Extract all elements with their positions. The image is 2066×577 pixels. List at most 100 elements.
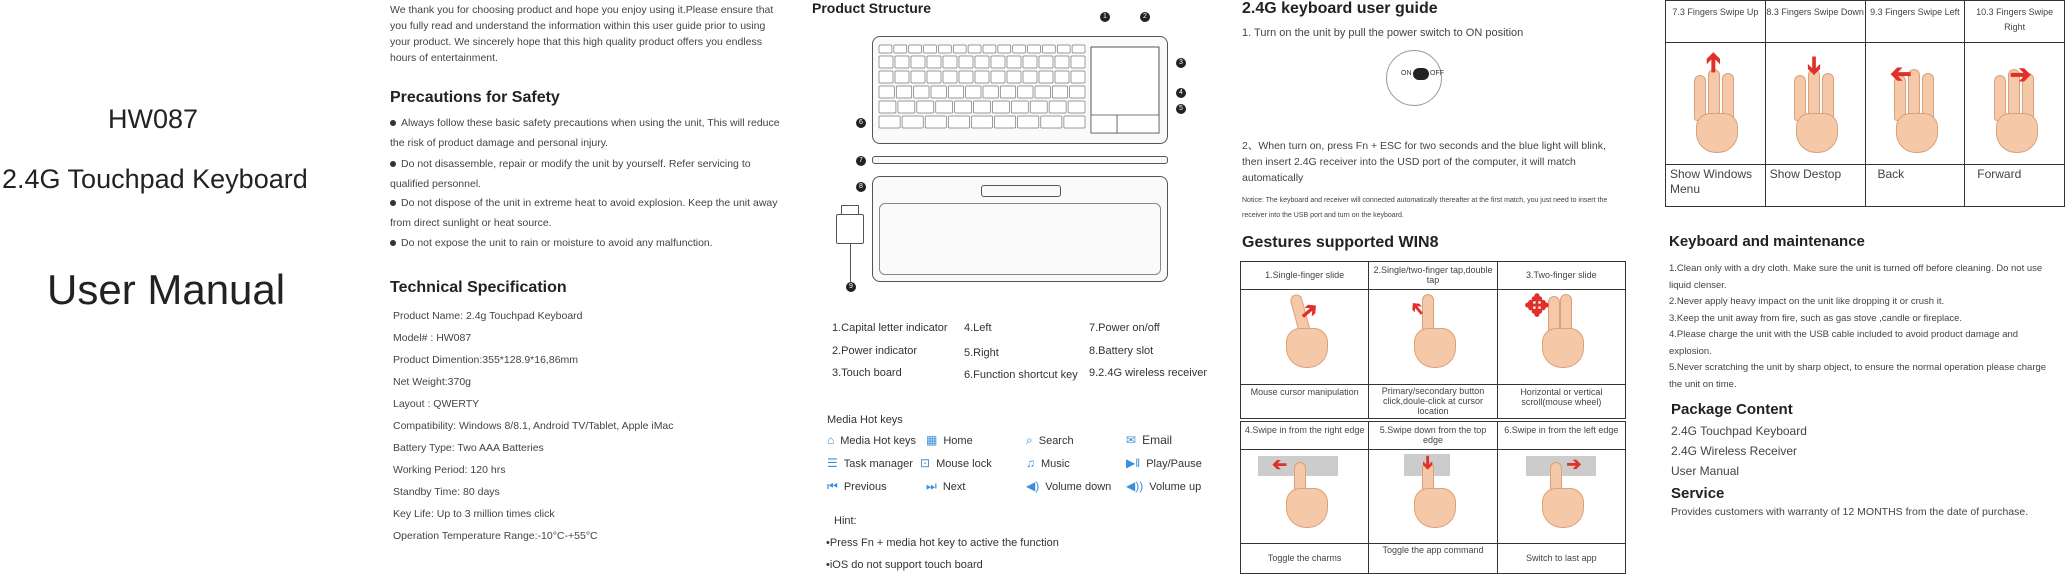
gesture-illustration: ➔ xyxy=(1964,42,2065,165)
keyboard-key xyxy=(1017,85,1034,99)
spec-item: Product Dimention:355*128.9*16,86mm xyxy=(393,354,579,366)
media-key: ☰Task manager xyxy=(827,456,913,470)
keyboard-key xyxy=(1054,70,1070,84)
spec-item: Battery Type: Two AAA Batteries xyxy=(393,442,544,454)
keyboard-key xyxy=(926,55,942,69)
keyboard-key xyxy=(1022,55,1038,69)
switch-off-label: OFF xyxy=(1430,70,1444,77)
keyboard-key xyxy=(1051,85,1069,99)
media-key: ⏭Next xyxy=(926,479,966,493)
keyboard-key xyxy=(901,115,924,129)
media-key: ◀)Volume down xyxy=(1026,479,1112,493)
keyboard-back-panel xyxy=(879,203,1161,275)
hint-item: •iOS do not support touch board xyxy=(826,559,983,571)
intro-text: We thank you for choosing product and ho… xyxy=(390,4,774,64)
keyboard-key xyxy=(908,44,922,54)
callout-6: 6 xyxy=(856,118,866,128)
keyboard-key xyxy=(1070,55,1086,69)
keyboard-key xyxy=(982,44,997,54)
gesture-caption: Show Windows Menu xyxy=(1665,164,1766,207)
callout-4: 4 xyxy=(1176,88,1186,98)
service-text: Provides customers with warranty of 12 M… xyxy=(1671,506,2029,518)
media-key: ✉Email xyxy=(1126,433,1173,447)
gesture-illustration: ➔ xyxy=(1368,289,1498,385)
keyboard-key xyxy=(910,70,926,84)
keyboard-key xyxy=(923,44,937,54)
safety-title: Precautions for Safety xyxy=(390,89,560,106)
service-title: Service xyxy=(1671,485,1725,502)
keyboard-key xyxy=(947,85,965,99)
package-item: 2.4G Wireless Receiver xyxy=(1671,444,1798,458)
hand-icon: ➔ xyxy=(1398,290,1468,370)
safety-item: Do not disassemble, repair or modify the… xyxy=(390,158,751,190)
keyboard-key xyxy=(973,100,991,114)
search-icon: ⌕ xyxy=(1026,433,1033,447)
gesture-illustration: ➔ xyxy=(1764,42,1866,165)
keyboard-back-view xyxy=(872,176,1168,282)
keyboard-key xyxy=(958,70,974,84)
gesture-caption: Toggle the charms xyxy=(1239,543,1370,574)
gesture-caption: Forward xyxy=(1964,164,2065,207)
keyboard-key xyxy=(1070,70,1086,84)
power-switch: ON OFF xyxy=(1386,50,1444,106)
gesture-caption: Toggle the app command xyxy=(1368,543,1498,574)
spec-item: Net Weight:370g xyxy=(393,376,472,388)
gestures-table-edge: 4.Swipe in from the right edge 5.Swipe d… xyxy=(1239,421,1627,574)
media-key: ⌕Search xyxy=(1026,433,1074,447)
cover-product-name: 2.4G Touchpad Keyboard xyxy=(2,164,308,194)
hint-item: •Press Fn + media hot key to active the … xyxy=(826,537,1059,549)
play-pause-icon: ▶‖ xyxy=(1126,456,1141,470)
arrow-down-icon: ➔ xyxy=(1418,454,1439,471)
gesture-head: 3.Two-finger slide xyxy=(1496,261,1627,290)
callout-3: 3 xyxy=(1176,58,1186,68)
previous-icon: ⏮ xyxy=(827,479,838,493)
gesture-head: 2.Single/two-finger tap,double tap xyxy=(1368,261,1498,290)
package-title: Package Content xyxy=(1671,401,1793,418)
bullet-icon xyxy=(390,240,396,247)
gesture-illustration: ➔ xyxy=(1239,289,1370,385)
keyboard-key xyxy=(967,44,982,54)
gesture-head: 1.Single-finger slide xyxy=(1239,261,1370,290)
three-finger-gestures-table: 7.3 Fingers Swipe Up 8.3 Fingers Swipe D… xyxy=(1665,0,2065,207)
callout-2: 2 xyxy=(1140,12,1150,22)
keyboard-key xyxy=(878,55,894,69)
structure-legend-item: 9.2.4G wireless receiver xyxy=(1089,367,1207,379)
gesture-head: 9.3 Fingers Swipe Left xyxy=(1864,0,1966,43)
structure-legend-item: 2.Power indicator xyxy=(832,345,917,357)
callout-9: 9 xyxy=(846,282,856,292)
keyboard-key xyxy=(916,100,935,114)
bullet-icon xyxy=(390,161,396,168)
keyboard-key xyxy=(1063,115,1086,129)
hand-icon: ➔ xyxy=(1270,290,1340,370)
mail-icon: ✉ xyxy=(1126,433,1137,447)
keyboard-key xyxy=(997,44,1012,54)
keyboard-key xyxy=(878,115,901,129)
keyboard-key xyxy=(1067,100,1086,114)
keyboard-key xyxy=(1069,85,1086,99)
keyboard-key xyxy=(938,44,952,54)
gesture-head: 7.3 Fingers Swipe Up xyxy=(1665,0,1766,43)
media-key: ⏮Previous xyxy=(827,479,887,493)
keyboard-keys-drawing xyxy=(878,44,1160,134)
keyboard-key xyxy=(878,70,894,84)
arrow-right-icon: ➔ xyxy=(1566,454,1582,474)
bullet-icon xyxy=(390,200,396,207)
structure-legend-item: 7.Power on/off xyxy=(1089,322,1160,334)
switch-on-label: ON xyxy=(1401,70,1412,77)
keyboard-key xyxy=(990,70,1006,84)
gesture-illustration: ➔ xyxy=(1665,42,1766,165)
arrow-left-icon: ➔ xyxy=(1889,60,1912,90)
maintenance-title: Keyboard and maintenance xyxy=(1669,233,1865,250)
keyboard-key xyxy=(947,115,970,129)
gesture-illustration: ➔ xyxy=(1239,449,1370,544)
gesture-head: 8.3 Fingers Swipe Down xyxy=(1764,0,1866,43)
home-outline-icon: ⌂ xyxy=(827,433,835,447)
hand-icon: ✥ xyxy=(1524,290,1596,370)
keyboard-key xyxy=(1048,100,1067,114)
gesture-caption: Mouse cursor manipulation xyxy=(1239,384,1370,419)
spec-title: Technical Specification xyxy=(390,279,567,296)
spec-item: Layout : QWERTY xyxy=(393,398,480,410)
volume-up-icon: ◀)) xyxy=(1126,479,1144,493)
gesture-caption: Show Destop xyxy=(1764,164,1866,207)
hand-icon: ➔ xyxy=(1257,450,1340,530)
